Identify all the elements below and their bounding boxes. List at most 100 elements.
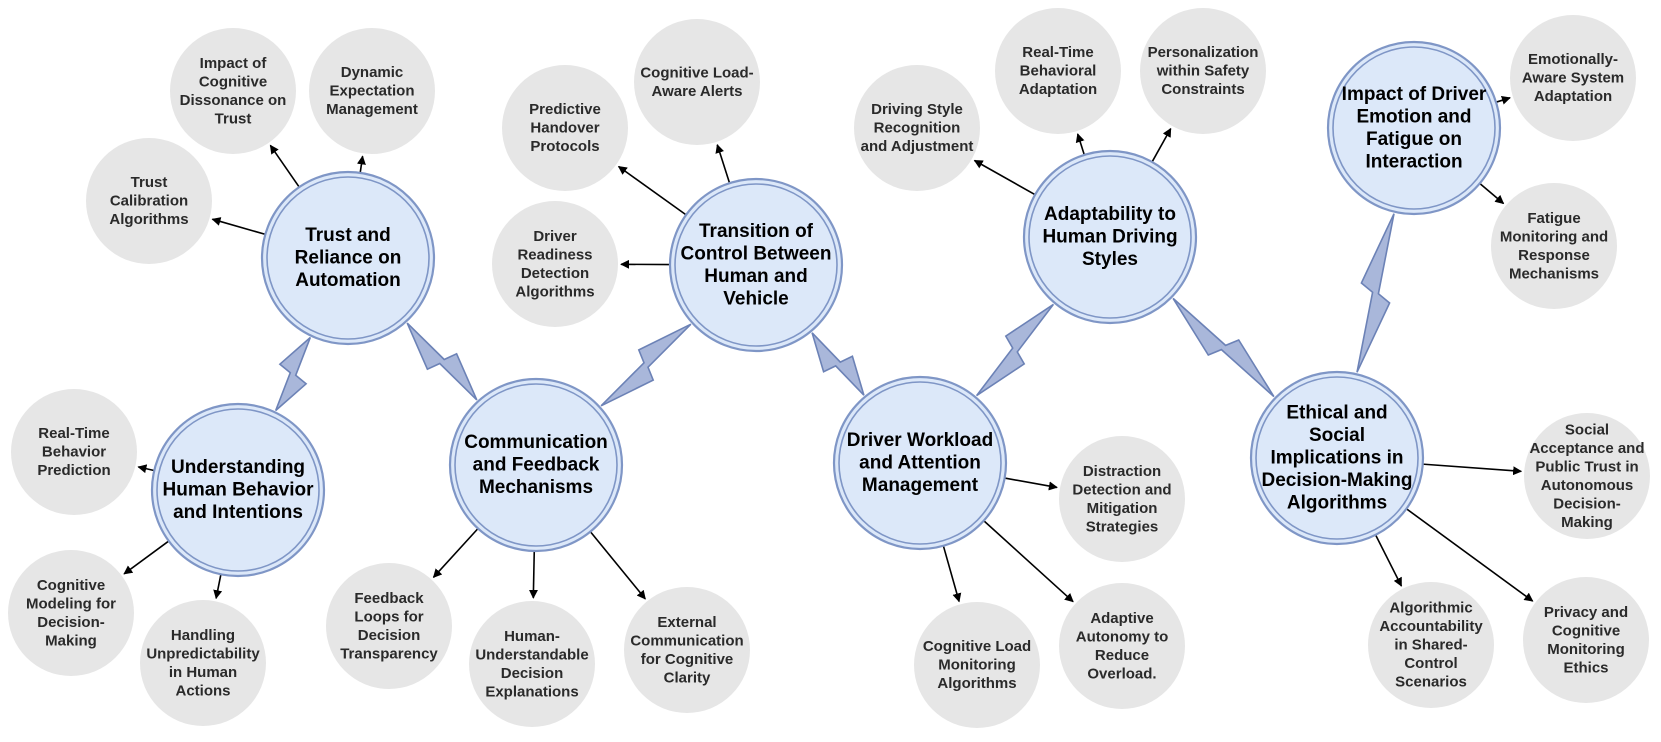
node-label-line: Distraction	[1083, 463, 1161, 480]
node-label-line: Algorithms	[1287, 493, 1387, 514]
node-label-line: Calibration	[110, 193, 188, 210]
node-label-line: Detection and	[1072, 481, 1171, 498]
node-label-line: Monitoring	[1547, 641, 1624, 658]
node-label-line: Recognition	[874, 120, 961, 137]
node-label-line: Behavioral	[1020, 63, 1097, 80]
topic-circle-outer	[150, 402, 326, 578]
arrow-trust-to-trust-calibration	[211, 217, 268, 236]
topic-circle-outer	[832, 375, 1008, 551]
node-label-line: Control Between	[681, 243, 832, 264]
node-label-line: Scenarios	[1395, 674, 1467, 691]
node-label-line: Reduce	[1095, 647, 1149, 664]
arrow-understanding-to-cognitive-modeling	[123, 539, 171, 575]
topic-circle-outer	[668, 177, 844, 353]
node-label-line: Decision	[501, 665, 564, 682]
node-label-line: Decision-	[37, 614, 105, 631]
subtopic-circle	[11, 389, 137, 515]
node-label-line: Fatigue on	[1366, 129, 1462, 150]
node-label-line: Understandable	[475, 646, 588, 663]
node-label-line: Ethical and	[1286, 403, 1387, 424]
node-label-line: Aware Alerts	[652, 83, 743, 100]
arrow-ethical-to-social-acceptance	[1420, 463, 1523, 476]
node-label-line: Readiness	[517, 246, 592, 263]
arrow-ethical-to-privacy	[1404, 506, 1534, 602]
node-label-line: Unpredictability	[146, 645, 260, 662]
node-label-line: Clarity	[664, 669, 711, 686]
node-label-line: Cognitive	[37, 577, 105, 594]
node-label-line: Trust	[215, 110, 252, 127]
subtopic-circle	[469, 601, 595, 727]
node-label-line: Trust	[131, 174, 168, 191]
node-label-line: Impact of Driver	[1342, 84, 1487, 105]
lightning-connector-communication-transition	[600, 323, 692, 407]
subtopic-circle	[170, 28, 296, 154]
lightning-connectors-layer	[274, 213, 1395, 412]
node-label-line: and Feedback	[473, 455, 600, 476]
node-label-line: Behavior	[42, 444, 106, 461]
node-label-line: Adaptation	[1534, 88, 1612, 105]
node-label-line: Trust and	[305, 225, 391, 246]
node-label-line: Real-Time	[38, 425, 109, 442]
node-label-line: Public Trust in	[1535, 458, 1638, 475]
topic-circle-inner	[1028, 155, 1192, 319]
node-label-line: Ethics	[1563, 659, 1608, 676]
node-label-line: and Intentions	[173, 502, 303, 523]
lightning-connector-adaptability-ethical	[1172, 297, 1275, 398]
node-label-line: Mitigation	[1087, 500, 1158, 517]
node-label-line: Decision-	[1553, 495, 1621, 512]
subtopic-circle	[634, 19, 760, 145]
arrow-trust-to-cognitive-dissonance	[269, 144, 302, 190]
topic-circle-outer	[1249, 370, 1425, 546]
node-label-line: and Adjustment	[861, 138, 974, 155]
node-label-line: Modeling for	[26, 595, 116, 612]
node-label-line: Protocols	[530, 138, 599, 155]
subtopic-circle	[1523, 577, 1649, 703]
node-label-line: Accountability	[1379, 618, 1483, 635]
node-label-line: in Human	[169, 664, 237, 681]
node-label-line: Personalization	[1148, 44, 1259, 61]
node-label-line: Prediction	[37, 462, 110, 479]
node-label-line: Cognitive Load-	[640, 64, 753, 81]
node-label-line: Control	[1404, 655, 1457, 672]
node-label-line: Making	[45, 632, 97, 649]
node-label-line: Transparency	[340, 645, 438, 662]
node-label-line: Impact of	[200, 55, 268, 72]
lightning-connector-workload-adaptability	[975, 303, 1055, 397]
arrow-adaptability-to-driving-style	[973, 159, 1038, 197]
node-label-line: Algorithms	[109, 211, 188, 228]
arrow-communication-to-feedback-loops	[432, 526, 480, 578]
subtopic-circle	[502, 65, 628, 191]
node-label-line: Human Driving	[1042, 227, 1177, 248]
topic-circle-inner	[454, 383, 618, 547]
node-label-line: Decision	[358, 627, 421, 644]
node-label-line: Vehicle	[723, 288, 789, 309]
subtopic-circle	[309, 28, 435, 154]
node-label-line: Strategies	[1086, 518, 1159, 535]
node-label-line: Handover	[530, 120, 599, 137]
node-label-line: Aware System	[1522, 70, 1624, 87]
node-label-line: Constraints	[1161, 81, 1244, 98]
node-label-line: Making	[1561, 514, 1613, 531]
topic-circle-outer	[1326, 40, 1502, 216]
node-label-line: Emotion and	[1356, 106, 1471, 127]
arrow-understanding-to-handling-unpredictability	[213, 572, 223, 600]
node-label-line: Monitoring and	[1500, 228, 1608, 245]
node-label-line: Explanations	[485, 683, 578, 700]
lightning-connector-trust-communication	[406, 322, 478, 401]
node-label-line: Actions	[175, 682, 230, 699]
subtopic-circle	[914, 602, 1040, 728]
topic-circle-inner	[266, 176, 430, 340]
topic-circle-inner	[838, 381, 1002, 545]
node-label-line: Adaptability to	[1044, 204, 1176, 225]
